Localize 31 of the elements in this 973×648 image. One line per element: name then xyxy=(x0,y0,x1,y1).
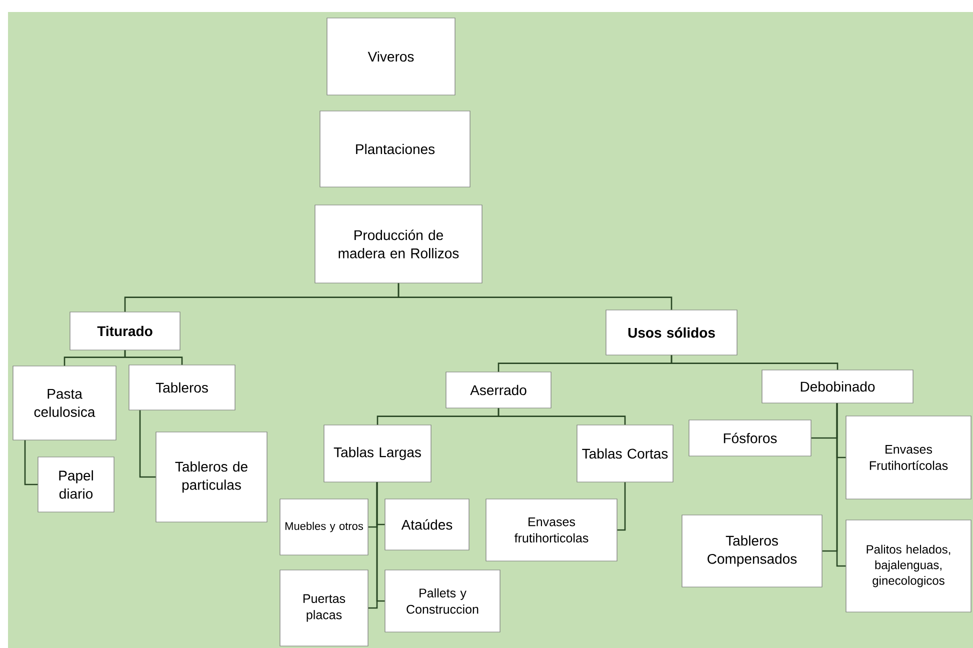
process-box: Pallets y Construccion xyxy=(384,570,500,632)
process-box: Debobinado xyxy=(762,370,914,404)
process-box: Papel diario xyxy=(38,456,114,512)
process-box: Titurado xyxy=(70,312,180,350)
process-box: Tableros de particulas xyxy=(156,432,268,522)
process-box: Producción de madera en Rollizos xyxy=(314,204,482,284)
connector-line xyxy=(124,350,183,365)
process-box: Palitos helados, bajalenguas, ginecologicos xyxy=(846,520,972,612)
process-box: Aserrado xyxy=(446,372,552,408)
process-box: Plantaciones xyxy=(320,110,470,188)
process-box: Envases frutihorticolas xyxy=(486,498,618,562)
process-box: Tablas Cortas xyxy=(576,424,674,482)
process-box: Tablas Largas xyxy=(324,424,432,482)
connector-line xyxy=(139,410,156,478)
process-box: Pasta celulosica xyxy=(12,366,116,440)
connector-line xyxy=(498,408,626,425)
process-box: Ataúdes xyxy=(384,498,470,550)
process-box: Fósforos xyxy=(688,420,812,456)
process-box: Tableros Compensados xyxy=(682,514,822,588)
connector-line xyxy=(670,355,838,370)
connector-line xyxy=(398,283,672,310)
process-box: Puertas placas xyxy=(280,570,368,646)
connector-line xyxy=(24,440,38,486)
connector-line xyxy=(836,403,846,567)
process-box: Envases Frutihortícolas xyxy=(846,416,972,500)
process-box: Usos sólidos xyxy=(606,310,738,356)
process-box: Tableros xyxy=(128,364,236,410)
process-box: Muebles y otros xyxy=(280,498,368,556)
process-box: Viveros xyxy=(326,18,456,96)
connector-line xyxy=(376,482,385,602)
connector-line xyxy=(617,482,626,531)
